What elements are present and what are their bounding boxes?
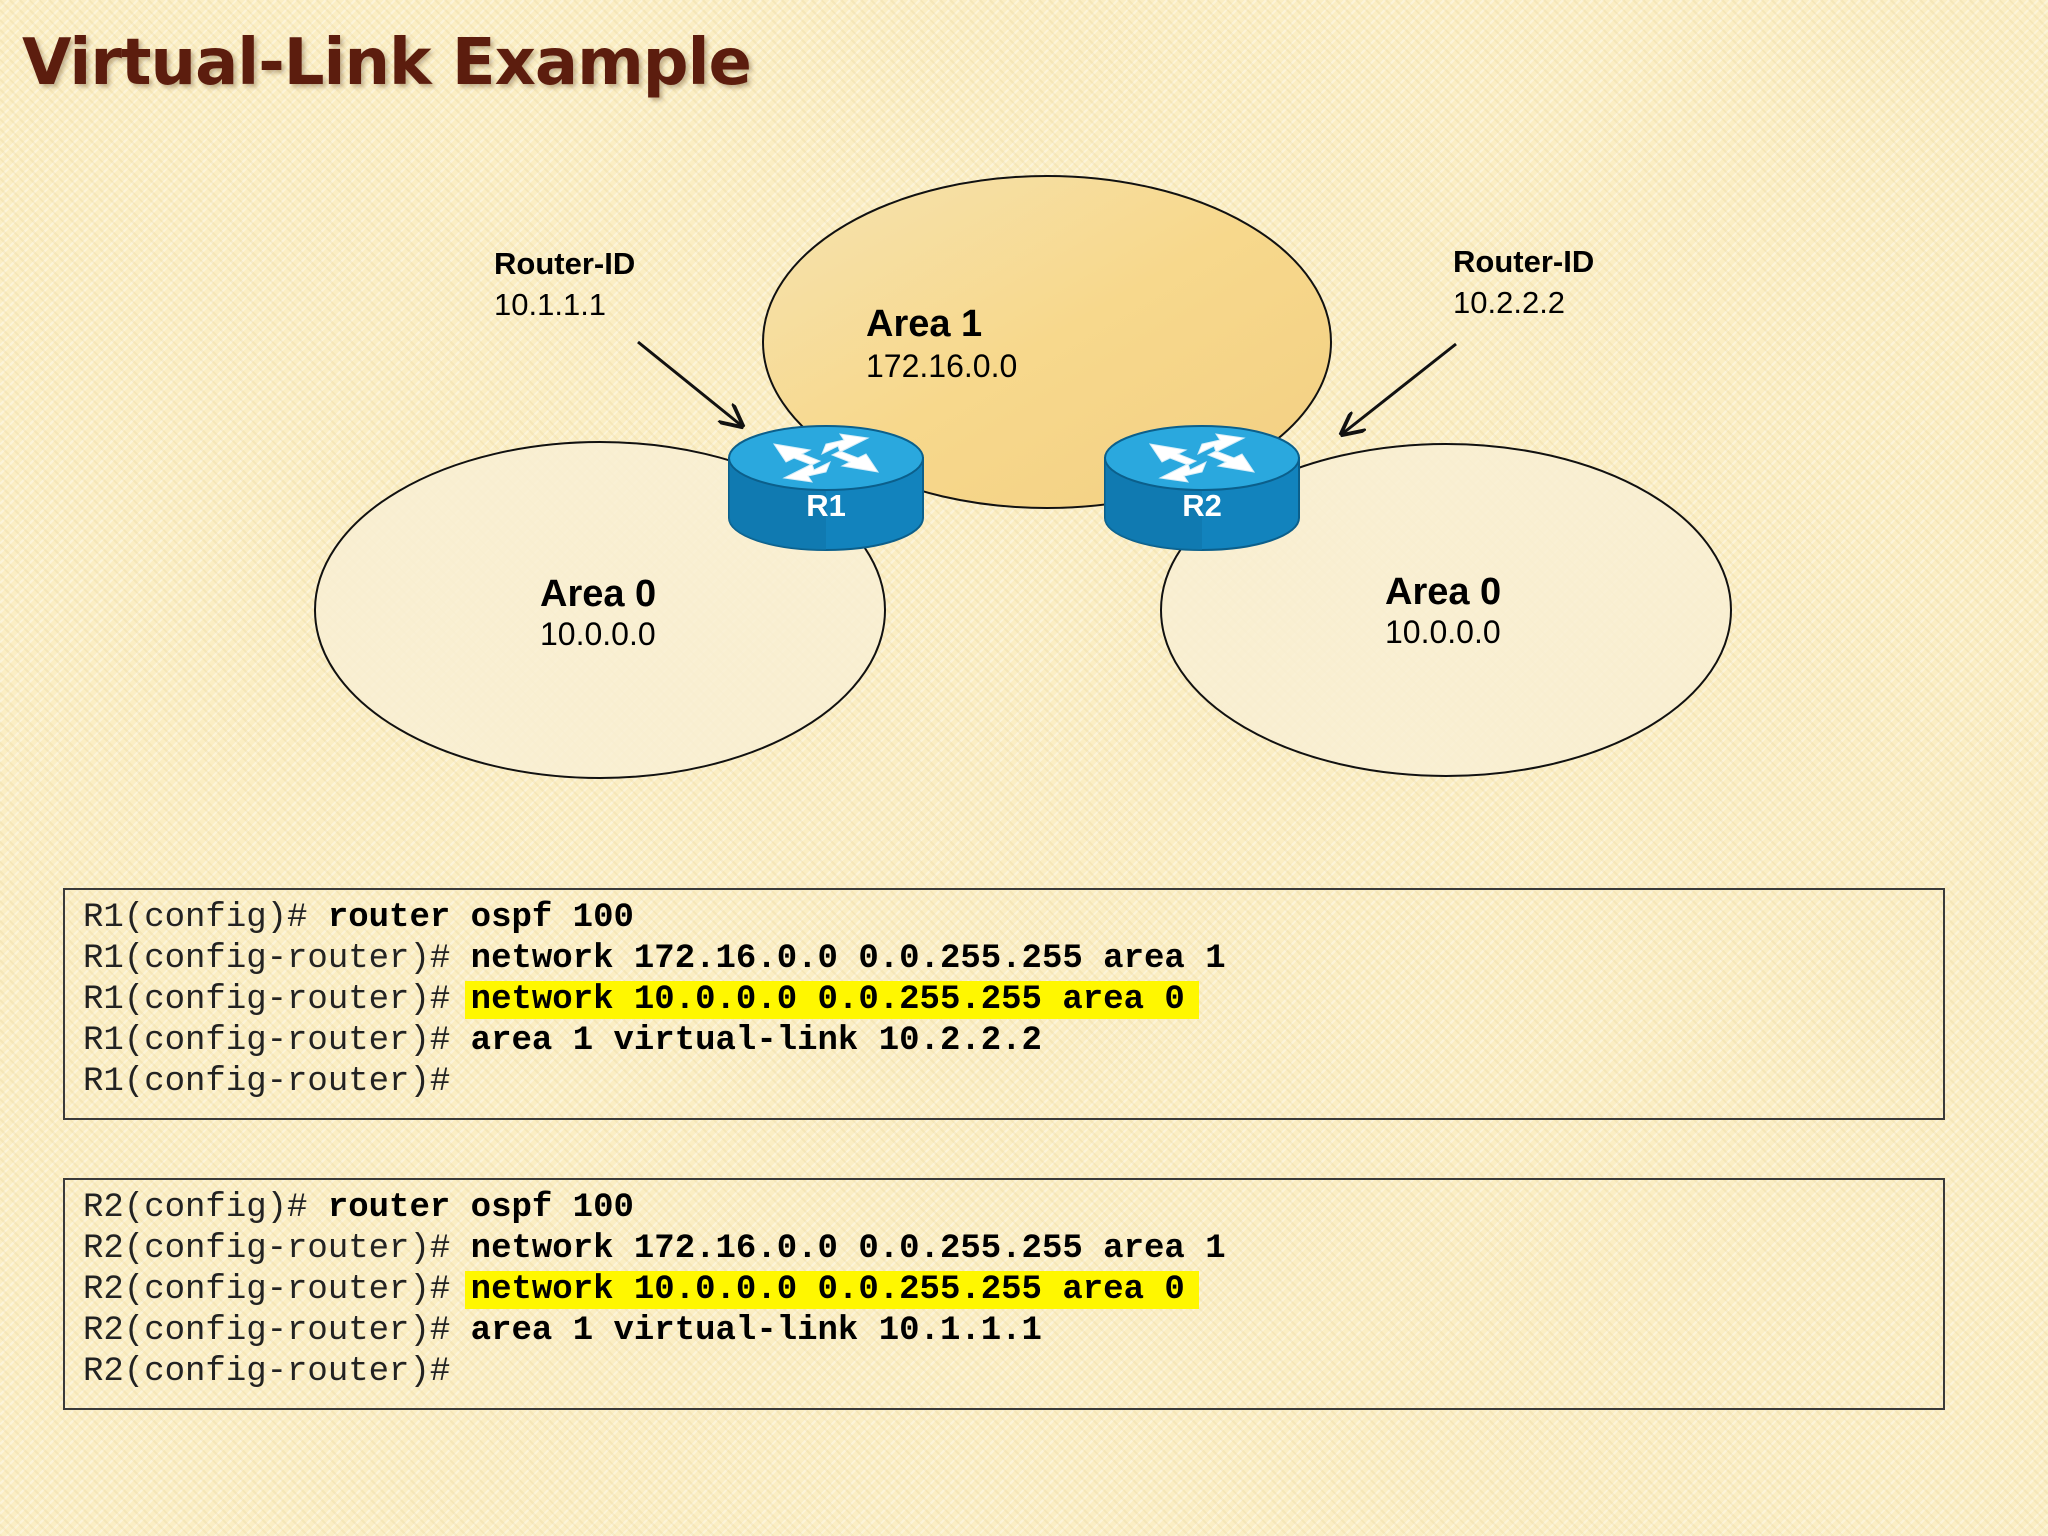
router-id-value-r2: 10.2.2.2 [1453,285,1565,320]
cli-prompt: R2(config-router)# [83,1353,451,1391]
arrow-r2 [1342,342,1457,434]
cli-command: network 172.16.0.0 0.0.255.255 area 1 [470,940,1226,978]
cli-line: R1(config-router)# area 1 virtual-link 1… [83,1021,1943,1062]
cli-command-highlighted: network 10.0.0.0 0.0.255.255 area 0 [464,1271,1199,1309]
router-r2-label: R2 [1182,488,1222,523]
area1: Area 1 172.16.0.0 [762,175,1332,509]
cli-prompt: R2(config)# [83,1189,308,1227]
router-r1-label: R1 [806,488,846,523]
cli-command: area 1 virtual-link 10.2.2.2 [470,1022,1042,1060]
router-r2-icon: R2 [1104,425,1300,551]
router-id-label-r1: Router-ID [494,246,635,281]
cli-prompt: R1(config-router)# [83,1063,451,1101]
cli-prompt: R2(config-router)# [83,1312,451,1350]
arrow-r1 [637,340,742,426]
cli-prompt: R1(config-router)# [83,940,451,978]
cli-line: R2(config-router)# network 172.16.0.0 0.… [83,1229,1943,1270]
cli-line: R1(config-router)# network 10.0.0.0 0.0.… [83,980,1943,1021]
cli-command-highlighted: network 10.0.0.0 0.0.255.255 area 0 [464,981,1199,1019]
slide-title: Virtual-Link Example [22,26,752,100]
cli-line: R1(config-router)# network 172.16.0.0 0.… [83,939,1943,980]
cli-command: network 172.16.0.0 0.0.255.255 area 1 [470,1230,1226,1268]
cli-prompt: R2(config-router)# [83,1230,451,1268]
cli-line: R2(config-router)# area 1 virtual-link 1… [83,1311,1943,1352]
ospf-diagram: Area 0 10.0.0.0 Area 0 10.0.0.0 Area 1 1… [314,175,1732,779]
router-id-label-r2: Router-ID [1453,244,1594,279]
cli-command: router ospf 100 [327,899,634,937]
cli-line: R2(config)# router ospf 100 [83,1188,1943,1229]
router-id-callout-r1: Router-ID 10.1.1.1 [494,246,742,426]
cli-command: router ospf 100 [327,1189,634,1227]
area1-network: 172.16.0.0 [866,348,1017,384]
area1-name: Area 1 [866,303,982,345]
area0-right-name: Area 0 [1385,571,1501,613]
cli-line: R1(config)# router ospf 100 [83,898,1943,939]
cli-box-r1: R1(config)# router ospf 100 R1(config-ro… [63,888,1945,1120]
router-id-callout-r2: Router-ID 10.2.2.2 [1342,244,1594,434]
router-r1-icon: R1 [728,425,924,551]
cli-box-r2: R2(config)# router ospf 100 R2(config-ro… [63,1178,1945,1410]
area0-left-network: 10.0.0.0 [540,616,656,652]
area0-right: Area 0 10.0.0.0 [1160,443,1732,777]
cli-command: area 1 virtual-link 10.1.1.1 [470,1312,1042,1350]
cli-line: R1(config-router)# [83,1062,1943,1103]
cli-prompt: R1(config-router)# [83,1022,451,1060]
area0-left-name: Area 0 [540,573,656,615]
cli-line: R2(config-router)# [83,1352,1943,1393]
cli-prompt: R1(config-router)# [83,981,451,1019]
cli-prompt: R1(config)# [83,899,308,937]
cli-prompt: R2(config-router)# [83,1271,451,1309]
router-id-value-r1: 10.1.1.1 [494,287,606,322]
cli-line: R2(config-router)# network 10.0.0.0 0.0.… [83,1270,1943,1311]
area0-right-network: 10.0.0.0 [1385,614,1501,650]
